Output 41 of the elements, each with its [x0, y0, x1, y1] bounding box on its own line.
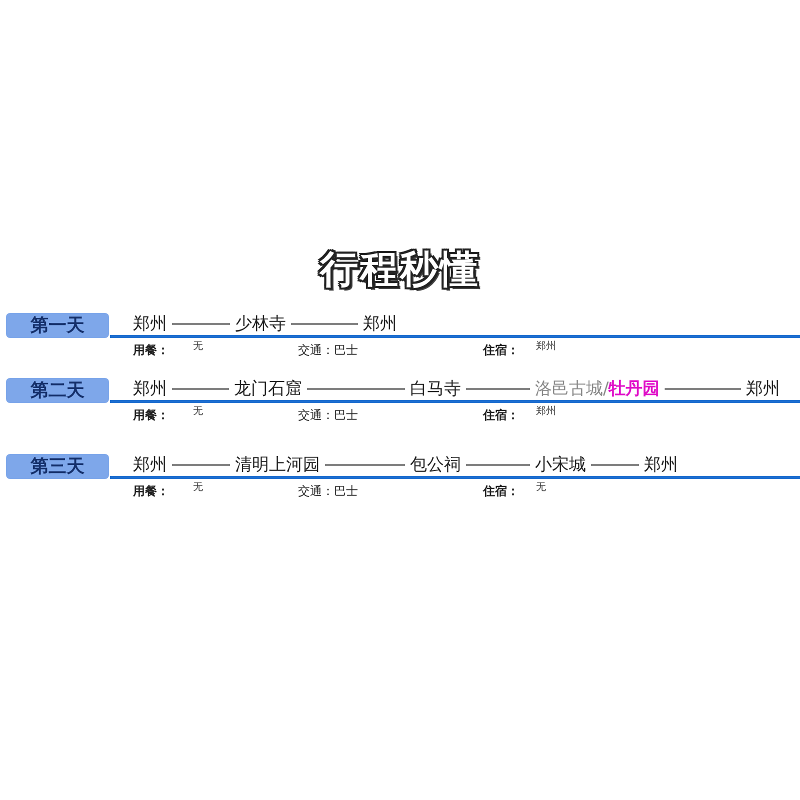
place-name: 郑州 — [128, 377, 195, 401]
place-name: 包公祠 — [395, 453, 483, 477]
connector-line — [466, 464, 530, 466]
info-value: 无 — [193, 405, 203, 419]
place-name: 白马寺 — [380, 377, 483, 401]
place-name: 郑州 — [345, 312, 405, 336]
place-name: 洛邑古城/牡丹园 — [505, 377, 705, 401]
info-label: 住宿： — [483, 343, 519, 357]
place-name: 龙门石窟 — [217, 377, 355, 401]
place-name: 郑州 — [128, 453, 195, 477]
info-value: 郑州 — [536, 405, 556, 419]
info-label: 住宿： — [483, 484, 519, 498]
info-value: 郑州 — [536, 340, 556, 354]
connector-line — [172, 388, 229, 390]
day-badge: 第二天 — [6, 378, 109, 403]
place-name: 郑州 — [622, 453, 692, 477]
info-label: 交通：巴士 — [298, 484, 358, 498]
info-label: 交通：巴士 — [298, 408, 358, 422]
info-value: 无 — [536, 481, 546, 495]
place-name: 郑州 — [728, 377, 798, 401]
connector-line — [466, 388, 530, 390]
place-name: 清明上河园 — [217, 453, 370, 477]
place-name: 郑州 — [128, 312, 200, 336]
connector-line — [172, 323, 230, 325]
connector-line — [291, 323, 358, 325]
info-label: 住宿： — [483, 408, 519, 422]
info-value: 无 — [193, 481, 203, 495]
info-label: 用餐： — [133, 408, 169, 422]
info-label: 用餐： — [133, 484, 169, 498]
day-badge: 第一天 — [6, 313, 109, 338]
connector-line — [591, 464, 639, 466]
connector-line — [172, 464, 230, 466]
info-label: 交通：巴士 — [298, 343, 358, 357]
place-name: 少林寺 — [222, 312, 320, 336]
connector-line — [307, 388, 405, 390]
day-badge: 第三天 — [6, 454, 109, 479]
connector-line — [325, 464, 405, 466]
connector-line — [664, 388, 741, 390]
info-value: 无 — [193, 340, 203, 354]
info-label: 用餐： — [133, 343, 169, 357]
place-name: 小宋城 — [505, 453, 598, 477]
